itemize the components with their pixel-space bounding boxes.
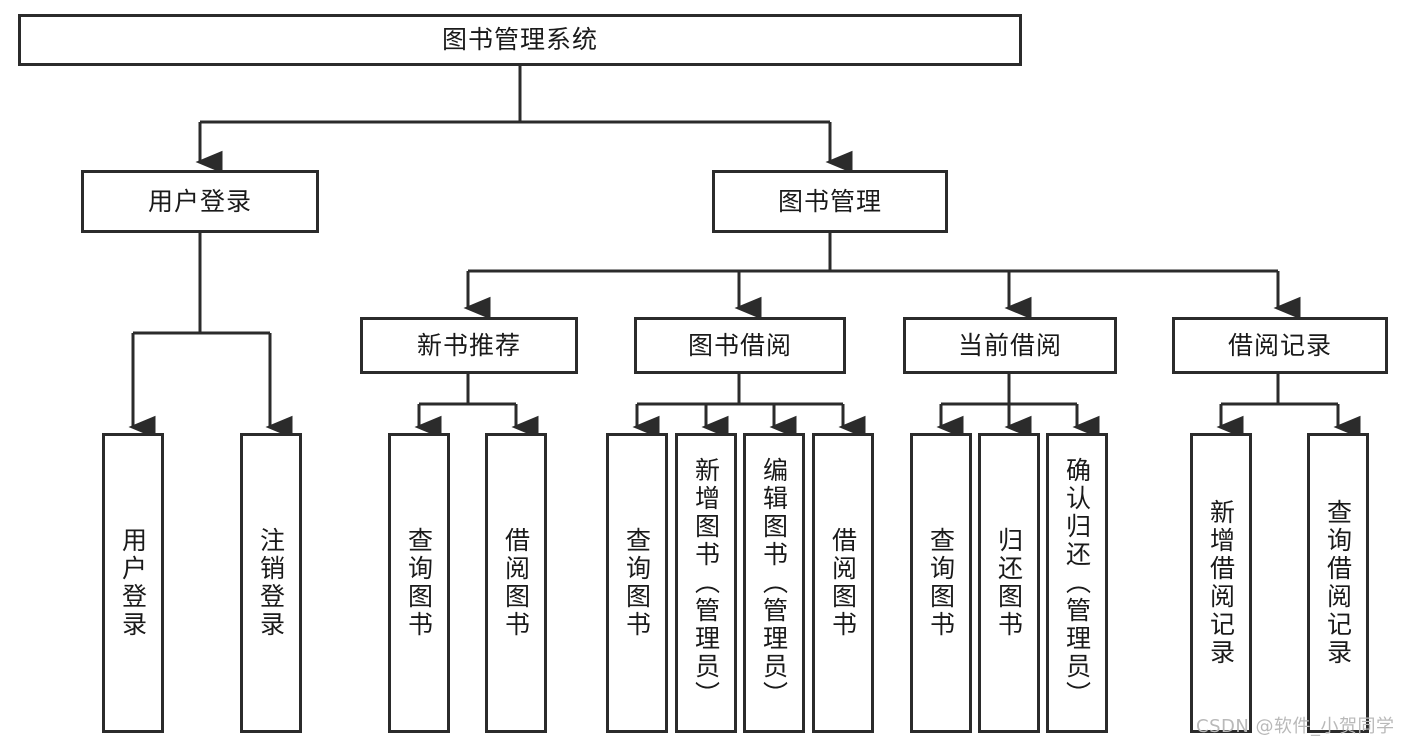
node-new-book-recommend[interactable]: 新书推荐 [360, 317, 578, 374]
leaf-bb-edit-book-admin[interactable]: 编辑图书（管理员） [743, 433, 805, 733]
node-user-login[interactable]: 用户登录 [81, 170, 319, 233]
node-current-borrow-label: 当前借阅 [957, 330, 1062, 360]
leaf-bb-borrow-book[interactable]: 借阅图书 [812, 433, 874, 733]
leaf-nb-query-book[interactable]: 查询图书 [388, 433, 450, 733]
leaf-logout[interactable]: 注销登录 [240, 433, 302, 733]
leaf-logout-label: 注销登录 [256, 527, 286, 639]
node-book-manage[interactable]: 图书管理 [712, 170, 948, 233]
node-root-label: 图书管理系统 [441, 25, 598, 55]
node-book-manage-label: 图书管理 [777, 186, 882, 216]
leaf-bb-edit-book-admin-label: 编辑图书（管理员） [759, 457, 789, 709]
node-borrow-records[interactable]: 借阅记录 [1172, 317, 1388, 374]
leaf-cb-confirm-return-admin-label: 确认归还（管理员） [1062, 457, 1092, 709]
leaf-bb-query-book-label: 查询图书 [622, 527, 652, 639]
node-book-borrow[interactable]: 图书借阅 [634, 317, 846, 374]
leaf-bb-add-book-admin-label: 新增图书（管理员） [691, 457, 721, 709]
node-borrow-records-label: 借阅记录 [1227, 330, 1332, 360]
node-current-borrow[interactable]: 当前借阅 [903, 317, 1117, 374]
leaf-bb-add-book-admin[interactable]: 新增图书（管理员） [675, 433, 737, 733]
leaf-cb-return-book-label: 归还图书 [994, 527, 1024, 639]
leaf-cb-confirm-return-admin[interactable]: 确认归还（管理员） [1046, 433, 1108, 733]
leaf-bb-query-book[interactable]: 查询图书 [606, 433, 668, 733]
leaf-cb-query-book-label: 查询图书 [926, 527, 956, 639]
leaf-br-add-record-label: 新增借阅记录 [1206, 499, 1236, 667]
node-root[interactable]: 图书管理系统 [18, 14, 1022, 66]
node-user-login-label: 用户登录 [147, 186, 252, 216]
leaf-br-query-record[interactable]: 查询借阅记录 [1307, 433, 1369, 733]
leaf-cb-query-book[interactable]: 查询图书 [910, 433, 972, 733]
node-book-borrow-label: 图书借阅 [687, 330, 792, 360]
leaf-nb-borrow-book[interactable]: 借阅图书 [485, 433, 547, 733]
leaf-user-login-label: 用户登录 [118, 527, 148, 639]
leaf-cb-return-book[interactable]: 归还图书 [978, 433, 1040, 733]
leaf-user-login[interactable]: 用户登录 [102, 433, 164, 733]
node-new-book-recommend-label: 新书推荐 [416, 330, 521, 360]
leaf-br-query-record-label: 查询借阅记录 [1323, 499, 1353, 667]
leaf-nb-borrow-book-label: 借阅图书 [501, 527, 531, 639]
leaf-nb-query-book-label: 查询图书 [404, 527, 434, 639]
leaf-br-add-record[interactable]: 新增借阅记录 [1190, 433, 1252, 733]
leaf-bb-borrow-book-label: 借阅图书 [828, 527, 858, 639]
watermark: CSDN @软件_小贺同学 [1196, 716, 1395, 737]
